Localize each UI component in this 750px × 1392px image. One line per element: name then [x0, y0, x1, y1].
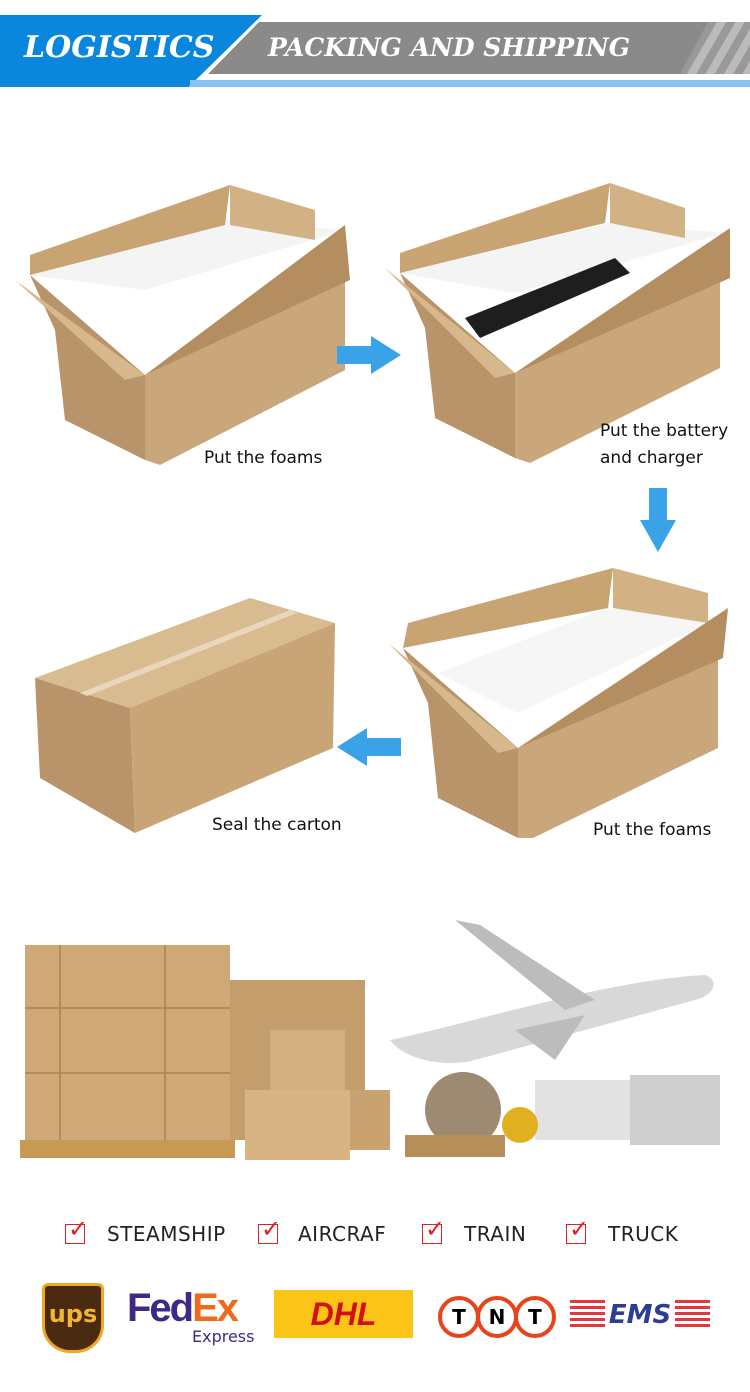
open-box-battery-image	[385, 183, 730, 463]
check-icon: ✓	[65, 1215, 88, 1244]
mode-steamship: ✓ STEAMSHIP	[65, 1215, 226, 1246]
ems-logo: EMS	[570, 1300, 710, 1330]
header-underline	[190, 80, 750, 87]
arrow-left-icon	[337, 728, 401, 766]
step1-label: Put the foams	[204, 448, 323, 468]
logistics-title: LOGISTICS	[24, 30, 215, 65]
step4-label: Seal the carton	[212, 815, 342, 835]
ups-logo: ups	[42, 1283, 104, 1353]
tnt-t2: T	[514, 1296, 556, 1338]
check-icon: ✓	[258, 1215, 281, 1244]
step3-label: Put the foams	[593, 820, 712, 840]
step2-label-line1: Put the battery	[600, 421, 729, 441]
mode-label: TRUCK	[608, 1222, 679, 1246]
mode-label: AIRCRAF	[298, 1222, 387, 1246]
mode-train: ✓ TRAIN	[422, 1215, 527, 1246]
fedex-fed: Fed	[127, 1286, 194, 1330]
mode-label: TRAIN	[464, 1222, 527, 1246]
arrow-right-icon	[337, 336, 401, 374]
open-box-foam-image	[15, 185, 350, 465]
mode-truck: ✓ TRUCK	[566, 1215, 679, 1246]
packing-shipping-title: PACKING AND SHIPPING	[268, 33, 631, 62]
ups-logo-text: ups	[48, 1300, 98, 1328]
tnt-n: N	[476, 1296, 518, 1338]
tnt-t1: T	[438, 1296, 480, 1338]
check-icon: ✓	[566, 1215, 589, 1244]
dhl-logo-text: DHL	[310, 1296, 377, 1332]
ems-logo-text: EMS	[605, 1300, 675, 1330]
mode-aircraft: ✓ AIRCRAF	[258, 1215, 387, 1246]
stacked-cartons-pallet-image	[20, 945, 390, 1160]
sealed-box-image	[35, 598, 335, 833]
check-icon: ✓	[422, 1215, 445, 1244]
dhl-logo: DHL	[274, 1290, 413, 1338]
tnt-logo: T N T	[438, 1296, 556, 1338]
fedex-express: Express	[192, 1327, 255, 1346]
header-gray-banner	[208, 22, 718, 74]
open-box-foam-top-image	[388, 568, 728, 838]
fedex-logo: FedEx	[127, 1286, 239, 1331]
mode-label: STEAMSHIP	[107, 1222, 226, 1246]
fedex-ex: Ex	[192, 1286, 239, 1330]
arrow-down-icon	[640, 488, 676, 552]
step2-label-line2: and charger	[600, 448, 703, 468]
airplane-trucks-globe-image	[390, 920, 720, 1157]
